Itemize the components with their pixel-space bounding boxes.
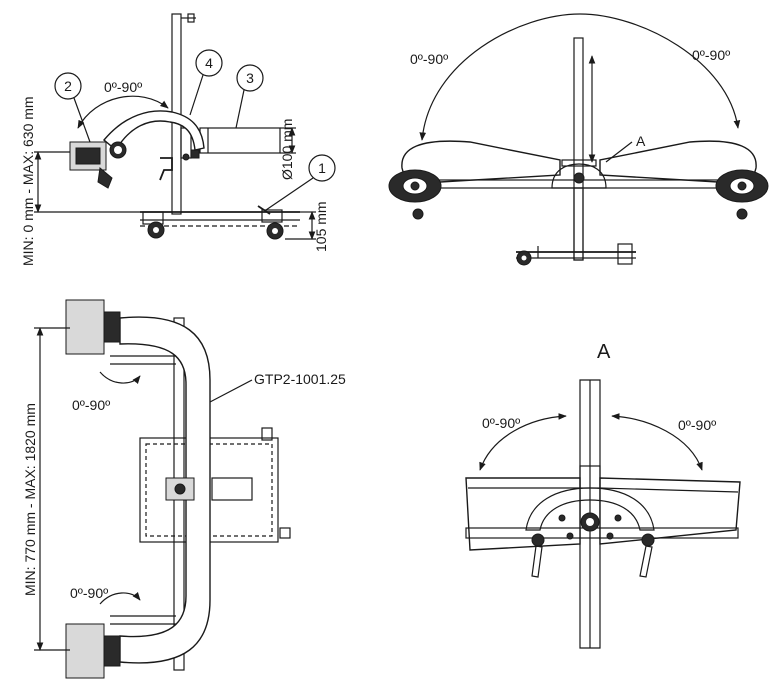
front-view: 0º-90º 0º-90º A (388, 13, 769, 266)
angle-label-front-left: 0º-90º (410, 51, 448, 67)
svg-text:3: 3 (246, 70, 254, 86)
callout-1: 1 (265, 154, 336, 211)
angle-label-plan-top: 0º-90º (72, 397, 110, 413)
side-view: 0º-90º 2 4 3 1 MIN: 0 mm - MAX: 630 mm (20, 13, 336, 266)
angle-label-detail-right: 0º-90º (678, 417, 716, 433)
nozzle-top (65, 299, 105, 355)
detail-view: A 0º-90º 0º-90º (465, 341, 741, 649)
clamp-arc (525, 487, 655, 531)
lever-left (531, 545, 543, 578)
length-range-label: MIN: 770 mm - MAX: 1820 mm (22, 403, 38, 596)
svg-text:2: 2 (64, 78, 72, 94)
callout-2: 2 (54, 72, 91, 143)
angle-label-side: 0º-90º (104, 79, 142, 95)
callout-4: 4 (189, 49, 223, 116)
angle-label-front-right: 0º-90º (692, 47, 730, 63)
detail-ref-label: A (636, 133, 646, 149)
base-height-label: 105 mm (313, 201, 329, 252)
height-range-label: MIN: 0 mm - MAX: 630 mm (20, 96, 36, 266)
lever-right (639, 545, 653, 578)
diameter-label: Ø100 mm (279, 119, 295, 180)
svg-text:1: 1 (318, 160, 326, 176)
nozzle-bottom (65, 623, 105, 679)
detail-title: A (597, 341, 611, 363)
angle-label-plan-bottom: 0º-90º (70, 585, 108, 601)
callout-3: 3 (235, 64, 264, 129)
part-number-label: GTP2-1001.25 (254, 371, 346, 387)
svg-text:4: 4 (205, 55, 213, 71)
hose-u (119, 316, 211, 664)
plan-view: 0º-90º 0º-90º MIN: 770 mm - MAX: 1820 mm… (22, 299, 346, 679)
angle-label-detail-left: 0º-90º (482, 415, 520, 431)
